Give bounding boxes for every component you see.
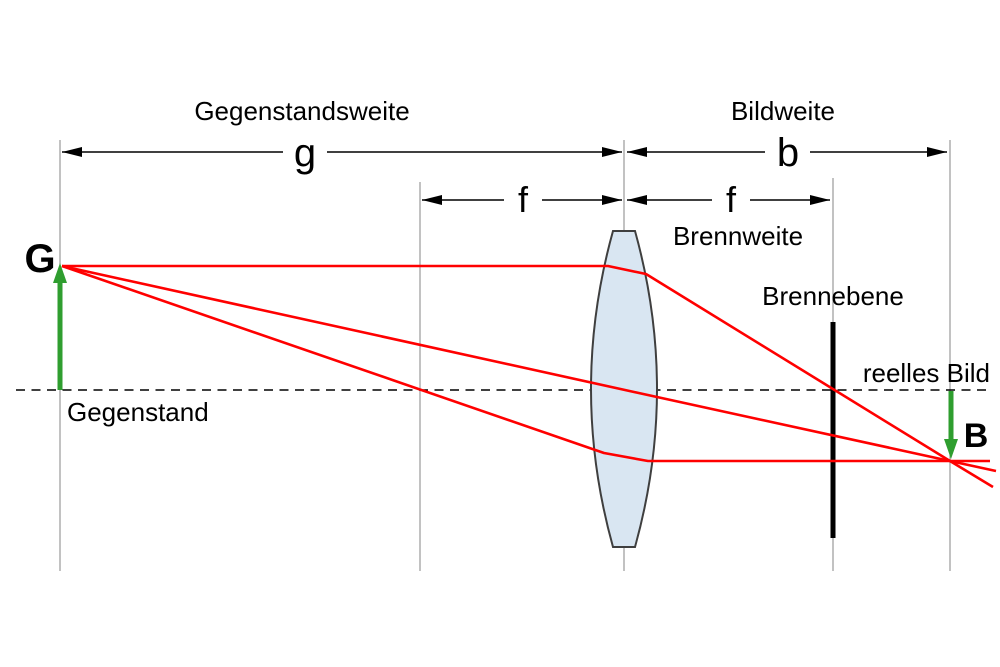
arrow-right-icon (927, 147, 947, 157)
center-ray (61, 264, 997, 473)
focal-length-label: Brennweite (673, 221, 803, 251)
image-distance-label: Bildweite (731, 96, 835, 126)
arrow-left-icon (422, 195, 442, 205)
image-distance-dimension (627, 147, 947, 157)
back-focal-length-symbol: f (726, 179, 737, 220)
object-distance-label: Gegenstandsweite (194, 96, 409, 126)
image-arrow (944, 391, 958, 459)
back-focal-length-dimension (627, 195, 830, 205)
arrow-right-icon (602, 195, 622, 205)
front-focal-length-symbol: f (518, 179, 529, 220)
arrow-down-icon (944, 439, 958, 459)
object-arrow (53, 263, 67, 390)
object-distance-dimension (62, 147, 622, 157)
focal-ray (61, 264, 990, 463)
front-focal-length-dimension (422, 195, 622, 205)
real-image-label: reelles Bild (863, 358, 990, 388)
arrow-right-icon (810, 195, 830, 205)
arrow-up-icon (53, 263, 67, 283)
object-label: Gegenstand (67, 397, 209, 427)
parallel-ray (62, 264, 994, 489)
object-distance-symbol: g (294, 131, 316, 175)
arrow-left-icon (627, 195, 647, 205)
focal-plane-label: Brennebene (762, 281, 904, 311)
arrow-left-icon (62, 147, 82, 157)
image-distance-symbol: b (777, 131, 799, 175)
arrow-right-icon (602, 147, 622, 157)
arrow-left-icon (627, 147, 647, 157)
image-symbol: B (964, 417, 989, 455)
object-symbol: G (24, 237, 55, 281)
